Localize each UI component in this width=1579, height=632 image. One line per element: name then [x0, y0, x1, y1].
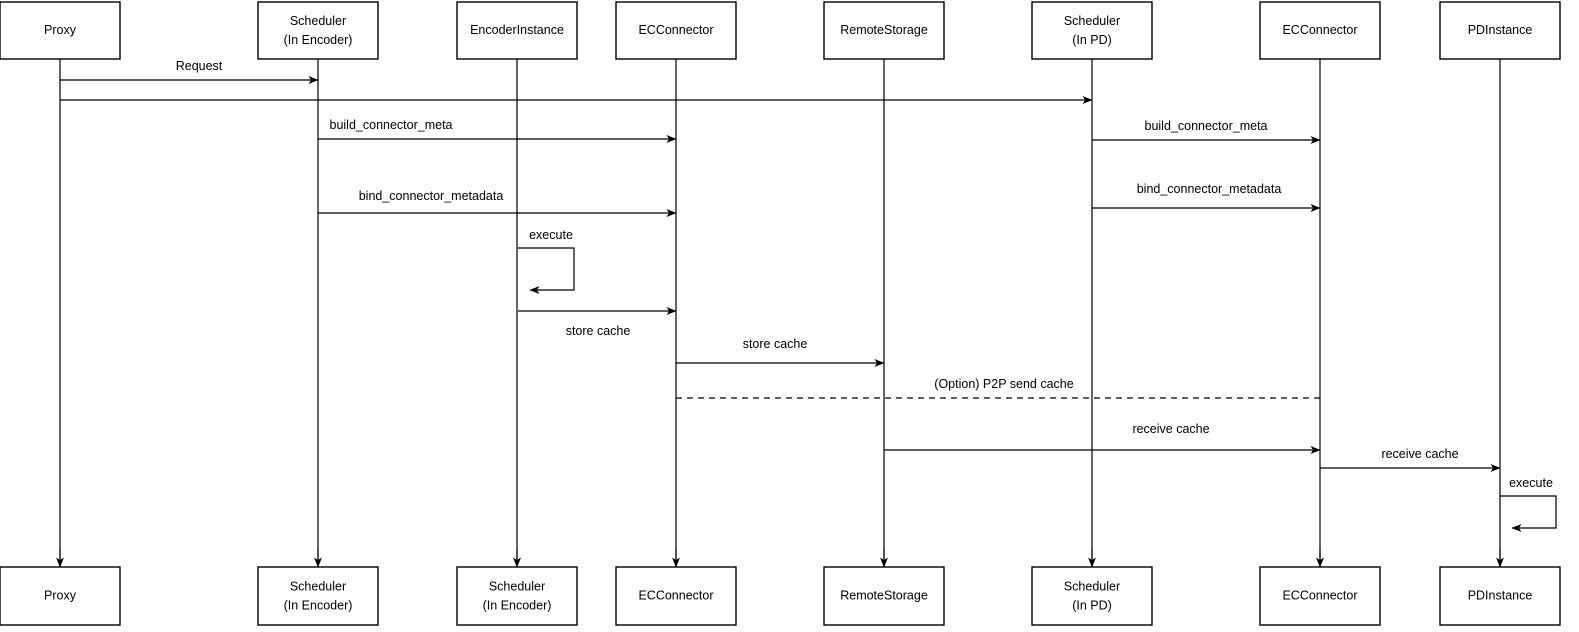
- participant-label-line2: (In PD): [1072, 33, 1112, 47]
- participant-box-rect: [1439, 1, 1561, 60]
- participant-top-box-remote-storage[interactable]: RemoteStorage: [823, 1, 945, 60]
- message-label: (Option) P2P send cache: [934, 377, 1073, 391]
- messages-layer: Request build_connector_meta build_connect…: [60, 59, 1501, 472]
- participant-bottom-box-ecconnector-pd[interactable]: ECConnector: [1259, 566, 1381, 626]
- self-call-label: execute: [529, 228, 573, 242]
- participant-label-line1: Scheduler: [489, 579, 545, 593]
- participant-label-line1: Scheduler: [1064, 579, 1120, 593]
- participant-box-rect: [1259, 566, 1381, 626]
- message-label: store cache: [743, 337, 808, 351]
- message-label: receive cache: [1132, 422, 1209, 436]
- participant-box-rect: [257, 1, 379, 60]
- participant-box-rect: [823, 566, 945, 626]
- participant-box-rect: [0, 1, 121, 60]
- participant-label-line2: (In Encoder): [284, 33, 353, 47]
- participant-label-line1: ECConnector: [638, 588, 713, 602]
- participant-top-box-proxy[interactable]: Proxy: [0, 1, 121, 60]
- message-build-connector-meta-encoder[interactable]: build_connector_meta: [318, 118, 677, 143]
- participant-label-line1: ECConnector: [1282, 23, 1357, 37]
- participant-label-line2: (In Encoder): [284, 598, 353, 612]
- message-bind-connector-metadata-pd[interactable]: bind_connector_metadata: [1092, 182, 1321, 212]
- message-label: receive cache: [1381, 447, 1458, 461]
- participant-top-box-ecconnector-pd[interactable]: ECConnector: [1259, 1, 1381, 60]
- participant-label-line2: (In Encoder): [483, 598, 552, 612]
- message-request[interactable]: Request: [60, 59, 319, 84]
- message-receive-cache-pd[interactable]: receive cache: [884, 422, 1321, 454]
- participant-bottom-box-pd-instance[interactable]: PDInstance: [1439, 566, 1561, 626]
- participant-top-box-scheduler-pd[interactable]: Scheduler (In PD): [1031, 1, 1153, 60]
- participant-bottom-box-encoder-instance[interactable]: Scheduler (In Encoder): [456, 566, 578, 626]
- message-label: store cache: [566, 324, 631, 338]
- message-p2p-send-cache[interactable]: (Option) P2P send cache: [676, 377, 1320, 399]
- participant-label-line1: Proxy: [44, 23, 77, 37]
- participant-box-rect: [257, 566, 379, 626]
- participant-label-line1: ECConnector: [638, 23, 713, 37]
- message-label: build_connector_meta: [330, 118, 453, 132]
- self-call-path: [518, 247, 575, 294]
- participant-box-rect: [823, 1, 945, 60]
- message-bind-connector-metadata-encoder[interactable]: bind_connector_metadata: [318, 189, 677, 217]
- participant-top-box-encoder-instance[interactable]: EncoderInstance: [456, 1, 578, 60]
- participant-label-line1: Scheduler: [290, 14, 346, 28]
- self-call-label: execute: [1509, 476, 1553, 490]
- message-label: bind_connector_metadata: [359, 189, 504, 203]
- participant-box-rect: [1031, 566, 1153, 626]
- participant-label-line1: ECConnector: [1282, 588, 1357, 602]
- participant-box-rect: [1031, 1, 1153, 60]
- participant-top-box-pd-instance[interactable]: PDInstance: [1439, 1, 1561, 60]
- message-receive-cache-pdinstance[interactable]: receive cache: [1320, 447, 1501, 472]
- message-label: build_connector_meta: [1145, 119, 1268, 133]
- participant-box-rect: [456, 1, 578, 60]
- participant-box-rect: [1259, 1, 1381, 60]
- self-call-path: [1500, 495, 1557, 532]
- participant-bottom-box-scheduler-pd[interactable]: Scheduler (In PD): [1031, 566, 1153, 626]
- self-calls-layer: execute execute: [518, 228, 1557, 532]
- self-call-encoder-instance-execute[interactable]: execute: [518, 228, 575, 294]
- participant-label-line1: Scheduler: [1064, 14, 1120, 28]
- message-store-cache-remote[interactable]: store cache: [676, 337, 885, 367]
- participant-label-line2: (In PD): [1072, 598, 1112, 612]
- message-label: Request: [176, 59, 223, 73]
- message-store-cache-encoder[interactable]: store cache: [518, 307, 677, 338]
- participant-box-rect: [615, 1, 737, 60]
- participant-bottom-box-scheduler-encoder[interactable]: Scheduler (In Encoder): [257, 566, 379, 626]
- lifelines-layer: [56, 59, 1504, 568]
- message-label: bind_connector_metadata: [1137, 182, 1282, 196]
- participant-box-rect: [456, 566, 578, 626]
- participant-bottom-box-proxy[interactable]: Proxy: [0, 566, 121, 626]
- participant-box-rect: [615, 566, 737, 626]
- participant-box-rect: [0, 566, 121, 626]
- participant-label-line1: PDInstance: [1468, 23, 1533, 37]
- participant-label-line1: RemoteStorage: [840, 588, 928, 602]
- participant-bottom-box-ecconnector-encoder[interactable]: ECConnector: [615, 566, 737, 626]
- self-call-pd-instance-execute[interactable]: execute: [1500, 476, 1557, 532]
- participant-top-box-ecconnector-encoder[interactable]: ECConnector: [615, 1, 737, 60]
- participant-label-line1: Scheduler: [290, 579, 346, 593]
- participant-label-line1: Proxy: [44, 588, 77, 602]
- participant-label-line1: EncoderInstance: [470, 23, 564, 37]
- message-build-connector-meta-pd[interactable]: build_connector_meta: [1092, 119, 1321, 144]
- participant-top-box-scheduler-encoder[interactable]: Scheduler (In Encoder): [257, 1, 379, 60]
- participant-box-rect: [1439, 566, 1561, 626]
- participant-bottom-box-remote-storage[interactable]: RemoteStorage: [823, 566, 945, 626]
- participant-label-line1: RemoteStorage: [840, 23, 928, 37]
- participant-label-line1: PDInstance: [1468, 588, 1533, 602]
